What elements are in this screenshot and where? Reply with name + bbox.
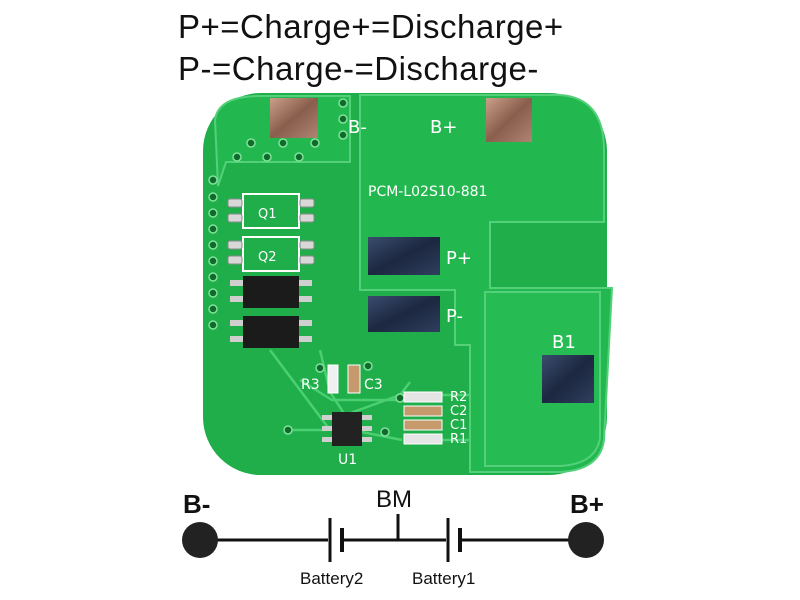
passive-column — [403, 391, 443, 445]
schematic: B- B+ BM Battery2 Battery1 — [182, 486, 604, 588]
label-pad-b-plus: B+ — [430, 117, 457, 138]
terminal-b-plus — [568, 522, 604, 558]
pad-b-minus — [270, 98, 318, 138]
u1-chip — [322, 412, 372, 446]
r3-label: R3 — [301, 377, 320, 393]
c2-label: C2 — [450, 404, 467, 419]
r1-label: R1 — [450, 432, 467, 447]
q2-label: Q2 — [258, 250, 277, 265]
pad-p-plus — [368, 237, 440, 275]
pad-p-minus — [368, 296, 440, 332]
r2-label: R2 — [450, 390, 467, 405]
q1-outline — [242, 193, 300, 229]
via-holes — [208, 98, 405, 437]
q-pins — [227, 198, 315, 265]
q2-outline — [242, 236, 300, 272]
schematic-label-b-minus: B- — [183, 489, 210, 519]
schematic-label-bm: BM — [376, 486, 412, 513]
mosfet-chip-1 — [230, 276, 312, 308]
c1-label: C1 — [450, 418, 467, 433]
schematic-label-battery2: Battery2 — [300, 569, 363, 588]
q1-label: Q1 — [258, 207, 277, 222]
schematic-label-b-plus: B+ — [570, 489, 604, 519]
caption-line-positive: P+=Charge+=Discharge+ — [178, 8, 564, 45]
c3-label: C3 — [364, 377, 383, 393]
u1-label: U1 — [338, 452, 357, 468]
mosfet-chip-2 — [230, 316, 312, 348]
pad-b1 — [542, 355, 594, 403]
label-pad-b-minus: B- — [348, 117, 367, 138]
terminal-b-minus — [182, 522, 218, 558]
label-pad-p-minus: P- — [446, 306, 463, 327]
board-model-label: PCM-L02S10-881 — [368, 184, 487, 200]
schematic-label-battery1: Battery1 — [412, 569, 475, 588]
r3-part — [327, 364, 339, 394]
c3-part — [347, 364, 361, 394]
caption-line-negative: P-=Charge-=Discharge- — [178, 50, 539, 87]
label-pad-p-plus: P+ — [446, 248, 472, 269]
label-pad-b1: B1 — [552, 332, 576, 353]
pad-b-plus — [486, 98, 532, 142]
